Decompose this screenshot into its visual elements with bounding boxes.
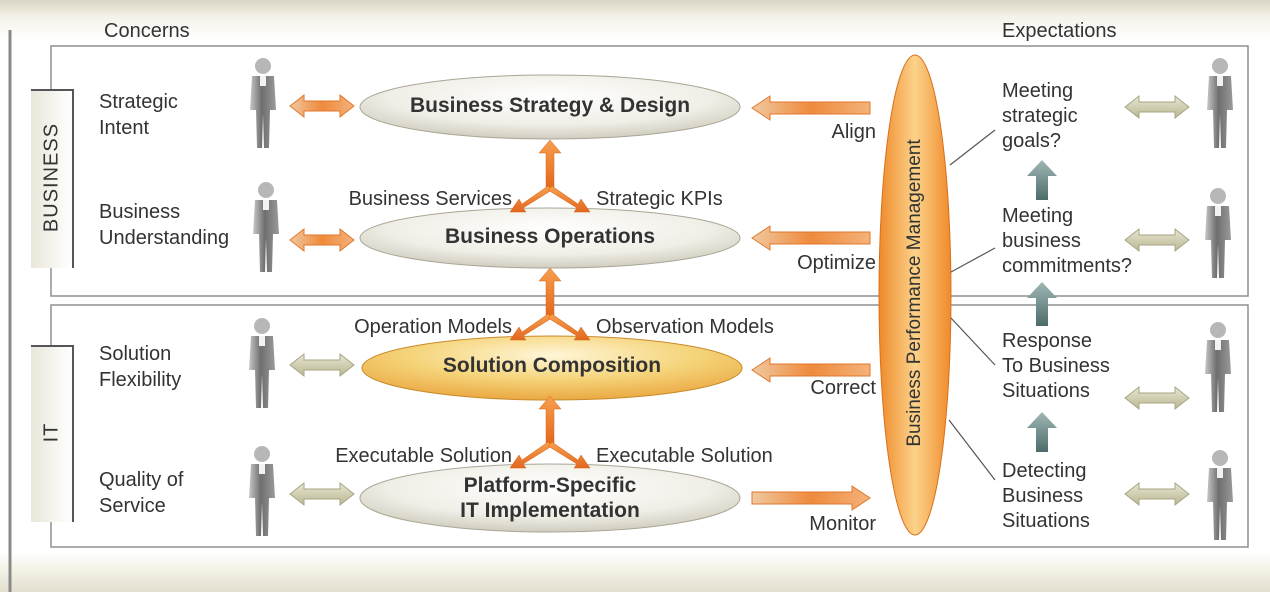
flow-executable-solution-left: Executable Solution: [335, 445, 512, 467]
layer-platform-title: Platform-Specific IT Implementation: [460, 474, 640, 522]
expectations-header: Expectations: [1002, 20, 1117, 42]
expectation-connectors: [948, 129, 996, 481]
stakeholder-figure: [1207, 450, 1233, 540]
bpm-arrows: [751, 95, 871, 511]
action-optimize: Optimize: [797, 252, 876, 274]
concern-solution-flexibility: Solution Flexibility: [99, 343, 182, 391]
stakeholder-figure: [1205, 188, 1231, 278]
stakeholder-figure: [1205, 322, 1231, 412]
concern-strategic-intent: Strategic Intent: [99, 91, 178, 139]
concern-business-understanding: Business Understanding: [99, 201, 230, 249]
business-domain-label: BUSINESS: [40, 122, 63, 233]
flow-executable-solution-right: Executable Solution: [596, 445, 773, 467]
bpm-title: Business Performance Management: [904, 139, 925, 447]
flow-business-services: Business Services: [348, 188, 512, 210]
left-double-arrows: [289, 93, 355, 507]
stakeholder-figure: [253, 182, 279, 272]
it-domain-label: IT: [40, 422, 63, 443]
flow-operation-models: Operation Models: [354, 316, 512, 338]
expectation-business-commitments: Meeting business commitments?: [1002, 205, 1133, 277]
action-correct: Correct: [810, 377, 876, 399]
flow-observation-models: Observation Models: [596, 316, 774, 338]
expectation-response-situations: Response To Business Situations: [1002, 330, 1110, 402]
expectation-strategic-goals: Meeting strategic goals?: [1002, 80, 1078, 152]
layer-operations-title: Business Operations: [444, 225, 656, 248]
expectation-detecting-situations: Detecting Business Situations: [1002, 460, 1090, 532]
action-align: Align: [831, 121, 876, 143]
it-tab: [31, 346, 73, 522]
layer-composition-title: Solution Composition: [442, 354, 662, 377]
layer-strategy-title: Business Strategy & Design: [409, 94, 691, 117]
stakeholder-figure: [249, 318, 275, 408]
layer-ellipse-strategy: [359, 74, 741, 140]
stakeholder-figure: [1207, 58, 1233, 148]
layer-ellipse-platform: [359, 463, 741, 533]
flow-strategic-kpis: Strategic KPIs: [596, 188, 723, 210]
right-double-arrows: [1124, 94, 1190, 507]
stakeholder-figure: [250, 58, 276, 148]
tri-arrows: [509, 139, 591, 469]
concerns-header: Concerns: [104, 20, 190, 42]
expectation-up-arrows: [1027, 160, 1057, 452]
bpm-ellipse: [878, 54, 952, 536]
concern-quality-of-service: Quality of Service: [99, 469, 184, 517]
action-monitor: Monitor: [809, 513, 876, 535]
stakeholder-figure: [249, 446, 275, 536]
business-tab: [31, 90, 73, 268]
